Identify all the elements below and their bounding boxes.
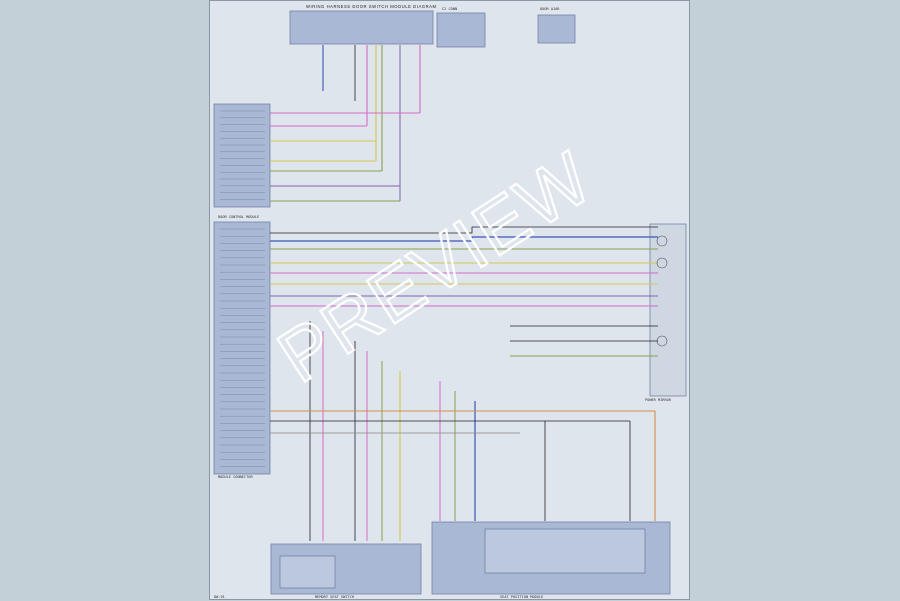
left-module-upper: [213, 103, 271, 208]
top-right-box-label: C2 CONN: [442, 7, 457, 11]
memory-switch-inner: [279, 555, 336, 589]
left-module-footer: MODULE CONNECTOR: [218, 475, 253, 479]
right-connector-block: [649, 223, 687, 397]
motor-symbol-0: [656, 235, 668, 247]
motor-symbol-1: [656, 257, 668, 269]
wiring-diagram-sheet: WIRING HARNESS DOOR SWITCH MODULE DIAGRA…: [209, 0, 690, 600]
seat-switch-inner: [484, 528, 646, 574]
left-module-lower: [213, 221, 271, 475]
top-far-right-box: [537, 14, 576, 44]
motor-symbol-2: [656, 335, 668, 347]
wire-black-long: [270, 226, 658, 234]
bottom-left-module-label: MEMORY SEAT SWITCH: [315, 595, 354, 599]
top-right-connector-box: [436, 12, 486, 48]
top-far-right-box-label: DOOR AJAR: [540, 7, 560, 11]
right-block-label: POWER MIRROR: [645, 398, 672, 402]
wire-blue-long: [270, 236, 658, 242]
page-ref: 8W-91: [214, 595, 225, 599]
left-module-label: DOOR CONTROL MODULE: [218, 215, 259, 219]
bottom-right-module-label: SEAT POSITION MODULE: [500, 595, 543, 599]
top-module-box: [289, 10, 434, 45]
preview-watermark: PREVIEW: [264, 135, 607, 398]
wiring-diagram: WIRING HARNESS DOOR SWITCH MODULE DIAGRA…: [213, 4, 687, 599]
top-module-label: WIRING HARNESS DOOR SWITCH MODULE DIAGRA…: [306, 4, 437, 9]
